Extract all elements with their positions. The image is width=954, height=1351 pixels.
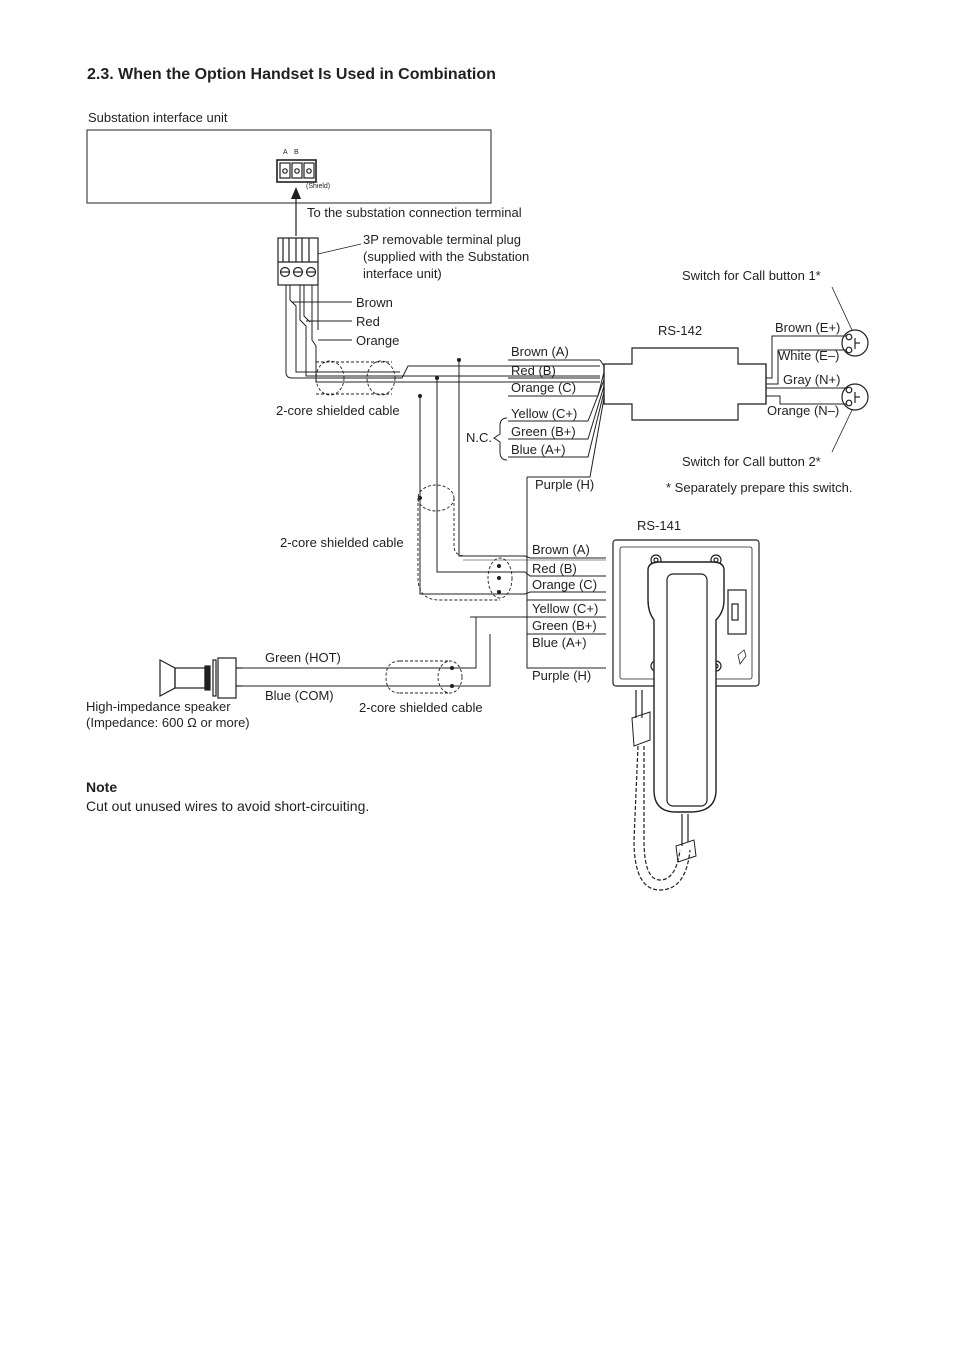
substation-unit-label: Substation interface unit: [88, 110, 228, 125]
connection-arrow-head: [291, 187, 301, 199]
rs142-right-wire-label: Brown (E+): [775, 320, 841, 335]
note-heading: Note: [86, 779, 118, 795]
rs142-label: RS-142: [658, 323, 703, 338]
rs141-wire-label: Brown (A): [532, 542, 590, 557]
shield-ellipse-1: [315, 360, 345, 396]
rs141-label: RS-141: [637, 518, 682, 533]
switch1-leader: [831, 286, 853, 331]
to-terminal-label: To the substation connection terminal: [307, 205, 522, 220]
page-title: 2.3. When the Option Handset Is Used in …: [87, 66, 496, 83]
rs142-wire-label: Yellow (C+): [511, 406, 578, 421]
plug-label-3: interface unit): [363, 266, 442, 281]
switch2-leader: [831, 409, 853, 453]
plug-wire-label: Brown: [356, 295, 393, 310]
terminal-plug: [277, 237, 319, 286]
rs141-wire-label: Blue (A+): [532, 635, 587, 650]
shield-label: (Shield): [306, 183, 331, 190]
terminal-block-ab: [276, 159, 317, 183]
switch-2: [841, 383, 869, 411]
shield-ellipse-4: [487, 557, 513, 599]
rs142-right-wires: [766, 335, 846, 405]
junction-dots-upper: [418, 358, 461, 398]
speaker-hot-label: Green (HOT): [265, 650, 341, 665]
rs142-wire-label: Orange (C): [511, 380, 577, 395]
plug-wires: [285, 285, 600, 383]
rs141-handset: [612, 539, 760, 891]
shield-ellipse-5: [437, 660, 463, 694]
switch2-label: Switch for Call button 2*: [682, 454, 821, 469]
handset-cable-verticals: [419, 360, 606, 669]
plug-label-2: (supplied with the Substation: [363, 249, 530, 264]
rs142-wire-label: Blue (A+): [511, 442, 566, 457]
rs141-wire-label: Orange (C): [532, 577, 598, 592]
rs141-wire-label: Green (B+): [532, 618, 597, 633]
shield-ellipse-2: [366, 360, 396, 396]
cable-label: 2-core shielded cable: [280, 535, 404, 550]
nc-label: N.C.: [466, 430, 492, 445]
rs142-wire-label: Red (B): [511, 363, 556, 378]
switch1-label: Switch for Call button 1*: [682, 268, 821, 283]
note-text: Cut out unused wires to avoid short-circ…: [86, 798, 370, 814]
nc-brace: [493, 417, 508, 461]
rs142-body: [603, 347, 767, 421]
rs142-right-wire-label: White (E–): [778, 348, 840, 363]
cable-label: 2-core shielded cable: [359, 700, 483, 715]
rs142-wire-label: Green (B+): [511, 424, 576, 439]
switch-1: [841, 329, 869, 357]
terminal-a-label: A: [283, 149, 288, 156]
rs141-wire-label: Red (B): [532, 561, 577, 576]
rs142-wire-label: Brown (A): [511, 344, 569, 359]
shield-ellipse-3: [417, 484, 455, 512]
speaker-icon: [159, 657, 242, 699]
speaker-label-1: High-impedance speaker: [86, 699, 231, 714]
rs142-right-wire-label: Gray (N+): [783, 372, 841, 387]
substation-interface-unit-box: [86, 129, 492, 204]
rs142-right-wire-label: Orange (N–): [767, 403, 840, 418]
plug-label-leader: [317, 243, 362, 255]
terminal-b-label: B: [294, 149, 299, 156]
rs141-wire-label: Yellow (C+): [532, 601, 599, 616]
speaker-label-2: (Impedance: 600 Ω or more): [86, 715, 250, 730]
switch-note: * Separately prepare this switch.: [666, 480, 853, 495]
rs141-lower-wires: [240, 599, 606, 687]
plug-wire-label: Red: [356, 314, 380, 329]
rs142-wire-label: Purple (H): [535, 477, 595, 492]
plug-wire-label: Orange: [356, 333, 400, 348]
rs141-wire-label: Purple (H): [532, 668, 592, 683]
speaker-com-label: Blue (COM): [265, 688, 334, 703]
rs142-left-wires: [508, 359, 605, 478]
cable-label: 2-core shielded cable: [276, 403, 400, 418]
plug-label-1: 3P removable terminal plug: [363, 232, 522, 247]
